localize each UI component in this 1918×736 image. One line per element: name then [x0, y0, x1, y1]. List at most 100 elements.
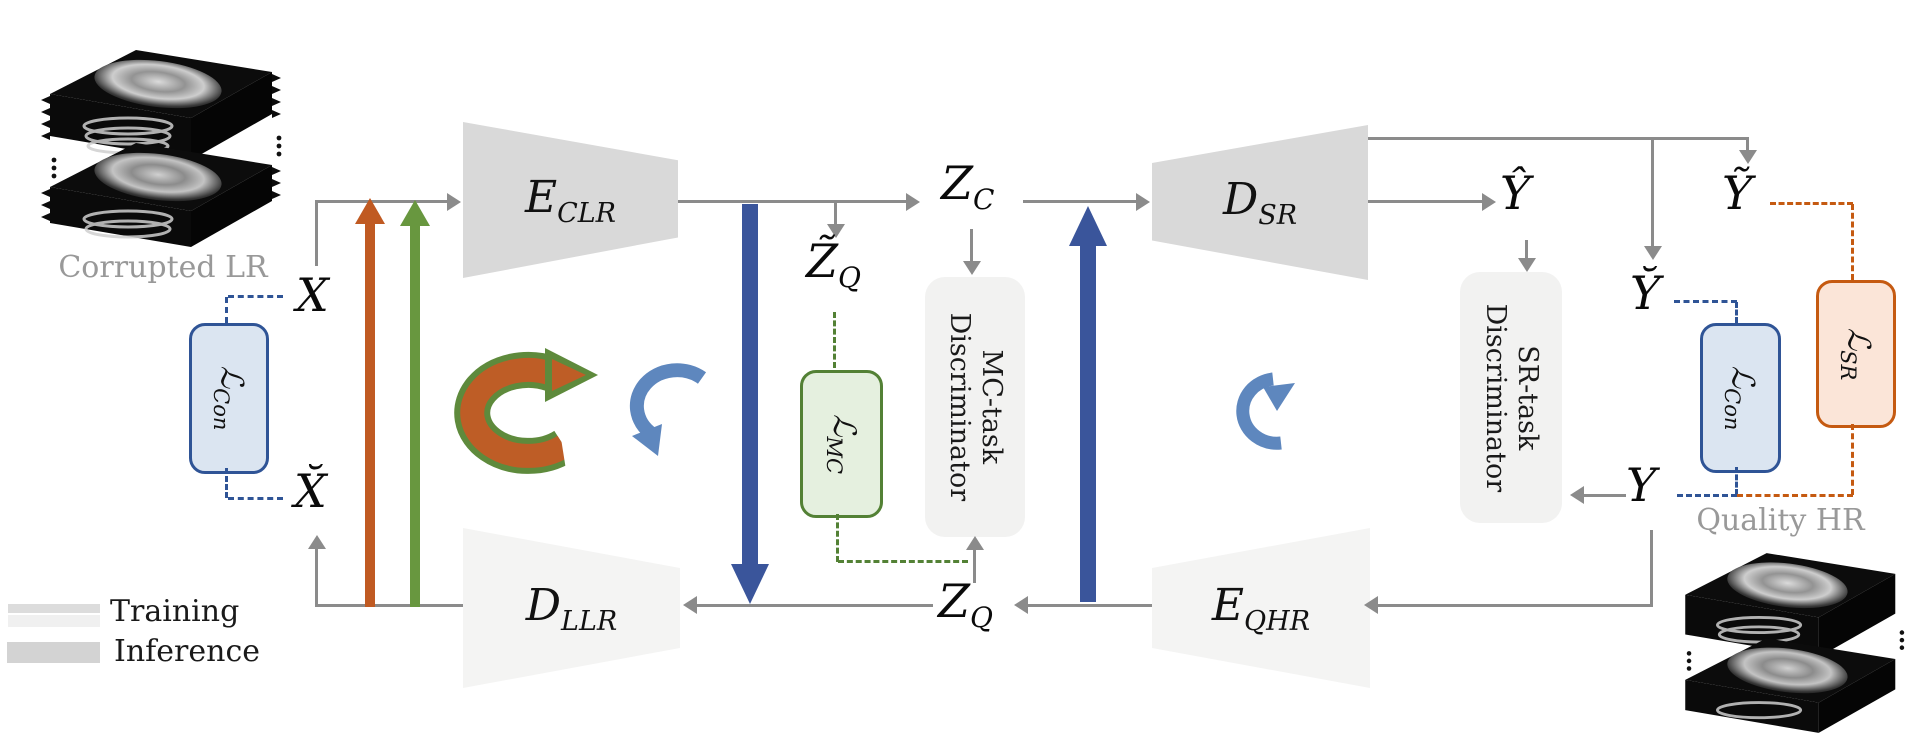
loss-con-right-label: ℒCon	[1720, 365, 1761, 431]
var-z-q: ZQ	[938, 574, 993, 635]
line-branch-ybreve	[1651, 137, 1654, 246]
var-y: Y	[1626, 458, 1657, 512]
dash-ytilde-to-losssr-v	[1851, 204, 1854, 280]
line-y-down	[1650, 530, 1653, 607]
dash-losscon-right-to-y	[1677, 494, 1737, 497]
loss-sr-label: ℒSR	[1835, 327, 1877, 381]
var-z-c: ZC	[941, 156, 995, 217]
blue-down-arrow-shaft	[742, 204, 758, 564]
blue-up-arrow-shaft	[1080, 246, 1096, 602]
var-z-q-tilde: Z̃Q	[806, 234, 861, 295]
legend-training-swatch-bottom	[8, 615, 100, 627]
ct-slab-top	[41, 50, 281, 160]
dash-x-to-losscon-v	[225, 297, 228, 323]
encoder-e-clr: ECLR	[463, 122, 678, 278]
loss-mc: ℒMC	[800, 370, 883, 518]
line-zc-to-dsr	[1023, 200, 1136, 203]
arrowhead-into-zc	[906, 193, 920, 211]
arrowhead-into-dsr	[1136, 193, 1150, 211]
arrowhead-zc-into-mcdisc	[963, 261, 981, 275]
blue-cycle-icon-left	[629, 363, 707, 456]
arrowhead-into-srdisc	[1570, 486, 1584, 504]
var-x-breve: X̆	[294, 464, 327, 518]
ct-slab-bottom	[41, 143, 281, 247]
e-clr-label: ECLR	[524, 171, 617, 229]
mc-task-discriminator: MC-task Discriminator	[925, 277, 1025, 537]
arrowhead-into-ytilde	[1739, 150, 1757, 164]
line-eclr-to-zc	[678, 200, 906, 203]
decoder-d-llr: DLLR	[463, 528, 680, 688]
blue-cycle-icon-right	[1236, 372, 1295, 450]
loss-con-right: ℒCon	[1700, 323, 1781, 473]
dash-lossmc-to-mcdisc	[838, 560, 968, 563]
legend-inference-swatch	[7, 642, 100, 663]
line-branch-zqt	[834, 203, 837, 224]
d-sr-label: DSR	[1222, 174, 1298, 231]
legend-inference-label: Inference	[114, 634, 261, 669]
line-dllr-out	[316, 604, 463, 607]
encoder-e-qhr: EQHR	[1152, 528, 1370, 688]
line-zq-up	[973, 550, 976, 583]
line-y-to-eqhr	[1378, 604, 1653, 607]
green-cycle-arrow-shaft	[410, 224, 420, 607]
d-llr-label: DLLR	[525, 579, 618, 637]
arrowhead-into-dllr	[683, 596, 697, 614]
loss-sr: ℒSR	[1816, 280, 1896, 428]
arrowhead-yhat-into-srdisc	[1518, 258, 1536, 272]
legend-training-swatch-top	[8, 604, 100, 613]
ct-stack-corrupted-lr	[41, 50, 282, 247]
loss-con-left: ℒCon	[189, 323, 269, 474]
dash-ytilde-to-losssr-h	[1770, 202, 1853, 205]
arrowhead-into-xbreve	[308, 535, 326, 549]
dash-lossmc-down	[836, 514, 839, 562]
line-xbreve-up	[315, 549, 318, 607]
dash-losssr-to-y	[1737, 494, 1853, 497]
dash-zqt-to-lossmc	[833, 312, 836, 368]
line-zc-down	[970, 229, 973, 261]
legend-training-label: Training	[110, 594, 240, 629]
arrowhead-into-yhat	[1482, 193, 1496, 211]
mc-task-discriminator-label: MC-task Discriminator	[944, 312, 1007, 502]
line-zq-to-dllr	[697, 604, 933, 607]
var-x: X	[296, 268, 329, 322]
line-x-up	[315, 200, 318, 266]
dash-losscon-to-xbreve-h	[228, 497, 283, 500]
corrupted-lr-caption: Corrupted LR	[58, 250, 268, 285]
line-eqhr-to-zq	[1028, 604, 1152, 607]
loss-mc-label: ℒMC	[821, 414, 862, 474]
dash-losscon-right-down	[1735, 467, 1738, 495]
dash-losscon-to-xbreve-v	[225, 468, 228, 498]
orange-green-cycle-icon	[454, 348, 598, 474]
decoder-d-sr: DSR	[1152, 125, 1368, 280]
var-y-tilde: Ỹ	[1722, 166, 1753, 220]
ellipsis-dots	[1686, 630, 1905, 671]
line-dsr-to-yhat	[1368, 200, 1482, 203]
dash-ybreve-to-losscon-h	[1674, 300, 1737, 303]
quality-hr-caption: Quality HR	[1696, 503, 1865, 538]
ct-slab-bottom	[1685, 638, 1896, 733]
line-corner-ytilde	[1746, 137, 1749, 150]
arrowhead-zq-into-mcdisc	[966, 536, 984, 550]
arrowhead-into-zqt	[827, 224, 845, 238]
blue-down-arrowhead	[731, 564, 769, 604]
dash-ybreve-to-losscon-v	[1735, 302, 1738, 323]
orange-cycle-arrow-shaft	[365, 222, 375, 607]
line-y-to-srdisc	[1584, 494, 1626, 497]
arrowhead-into-eclr	[447, 193, 461, 211]
dash-x-to-losscon-h	[228, 295, 283, 298]
blue-up-arrowhead	[1069, 206, 1107, 246]
sr-task-discriminator: SR-task Discriminator	[1460, 272, 1562, 523]
ct-stack-quality-hr	[1685, 553, 1905, 733]
arrowhead-into-eqhr	[1364, 596, 1378, 614]
line-dsr-top-right	[1368, 137, 1749, 140]
ellipsis-dots	[51, 135, 282, 179]
green-cycle-arrowhead	[400, 200, 430, 226]
ct-slab-top	[1685, 553, 1896, 658]
e-qhr-label: EQHR	[1211, 579, 1311, 637]
var-y-hat: Ŷ	[1500, 166, 1531, 220]
line-yhat-down	[1525, 240, 1528, 258]
arrowhead-into-ybreve	[1644, 246, 1662, 260]
dash-losssr-down	[1851, 424, 1854, 495]
loss-con-left-label: ℒCon	[208, 366, 250, 431]
